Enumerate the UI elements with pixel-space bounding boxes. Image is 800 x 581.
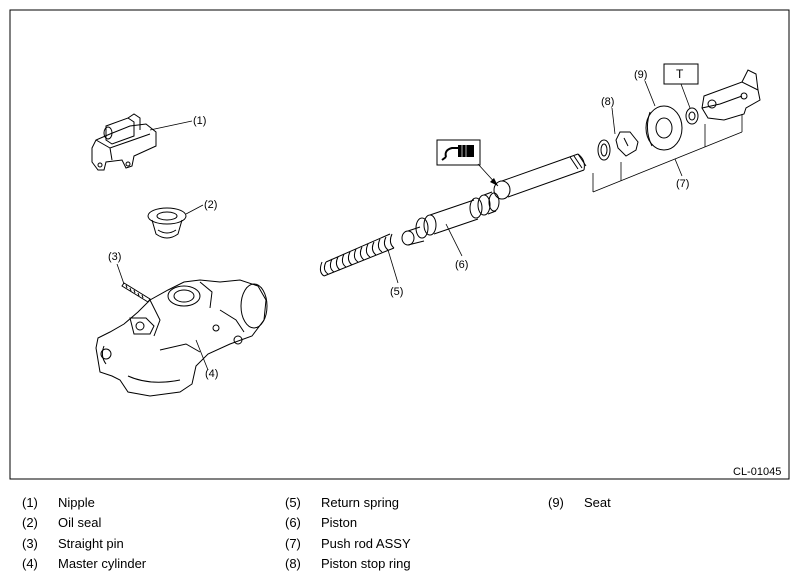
master-cylinder-part: [95, 279, 268, 397]
callout-7: (7): [676, 178, 689, 190]
callout-2: (2): [204, 199, 217, 211]
svg-text:T: T: [676, 67, 684, 81]
nipple-part: [91, 113, 157, 171]
callout-6: (6): [455, 259, 468, 271]
lock-nut-part: [685, 107, 699, 125]
figure-code: CL-01045: [733, 466, 781, 478]
piston-stop-ring-part: [597, 131, 639, 161]
straight-pin-part: [121, 282, 151, 303]
seat-part: [645, 105, 683, 151]
push-rod-part: [493, 153, 587, 200]
callout-8: (8): [601, 96, 614, 108]
legend: (1) Nipple (2) Oil seal (3) Straight pin…: [22, 495, 611, 571]
torque-t-box: T: [663, 63, 699, 85]
oil-seal-part: [147, 207, 187, 239]
return-spring-part: [319, 233, 395, 277]
callout-9: (9): [634, 69, 647, 81]
callout-1: (1): [193, 115, 206, 127]
grease-applicator-icon: [436, 139, 481, 166]
clevis-part: [701, 69, 761, 121]
piston-part: [401, 191, 500, 246]
callout-3: (3): [108, 251, 121, 263]
exploded-view-diagram: (1) (2) (3) (4): [9, 9, 790, 480]
diagram-frame: [9, 9, 790, 480]
callout-4: (4): [205, 368, 218, 380]
callout-5: (5): [390, 286, 403, 298]
